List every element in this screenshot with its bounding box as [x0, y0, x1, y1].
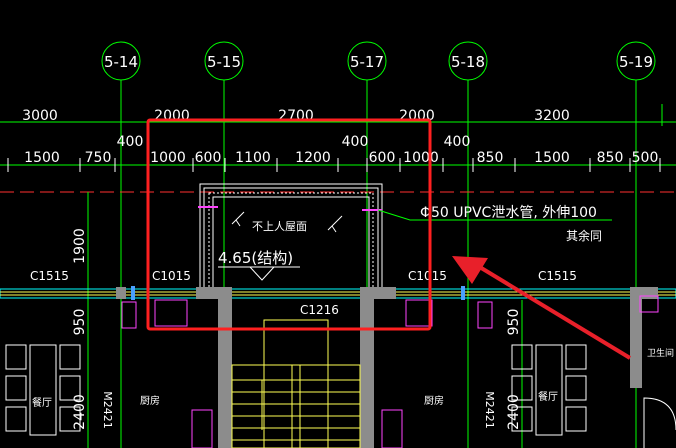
dim-text: 1200: [295, 150, 331, 166]
stair: [231, 319, 361, 448]
parapet-outline: [199, 183, 383, 293]
window-label: C1015: [152, 269, 191, 283]
dim-text: 750: [85, 150, 112, 166]
dim-row-1: 3000 2000 2700 2000 3200: [0, 104, 676, 128]
highlight-box: [146, 118, 432, 331]
axis-label: 5-18: [451, 53, 485, 71]
dim-text: 1100: [235, 150, 271, 166]
pipe-leader: [377, 209, 612, 221]
drain-pipe-note: Φ50 UPVC泄水管, 外伸100: [420, 205, 597, 221]
axis-label: 5-17: [350, 53, 384, 71]
window-label: C1216: [300, 303, 339, 317]
dim-text: 600: [195, 150, 222, 166]
dim-text: 1500: [24, 150, 60, 166]
sinks: [121, 295, 659, 448]
dim-text: 950: [72, 309, 88, 336]
window-label: C1515: [538, 269, 577, 283]
roof-note: 不上人屋面: [252, 220, 307, 233]
dim-text: 2000: [154, 108, 190, 124]
walls: [116, 287, 658, 448]
dim-text: 2400: [506, 394, 522, 430]
dim-text: 850: [477, 150, 504, 166]
room-label: 餐厅: [538, 390, 558, 403]
door-label: M2421: [483, 391, 496, 429]
dim-text: 1000: [403, 150, 439, 166]
dim-text: 850: [597, 150, 624, 166]
drain-markers: [198, 206, 382, 211]
dim-text: 400: [117, 134, 144, 150]
dim-text: 400: [444, 134, 471, 150]
blue-marks: [131, 286, 465, 300]
dim-text: 950: [506, 309, 522, 336]
drain-pipe-note-2: 其余同: [566, 228, 602, 243]
axis-bubbles: [101, 41, 656, 81]
room-label: 卫生间: [647, 347, 674, 359]
room-label: 厨房: [140, 394, 160, 407]
dim-400: 400 400 400: [117, 134, 471, 150]
elevation-label: 4.65(结构): [218, 249, 293, 267]
axis-label: 5-15: [207, 53, 241, 71]
axis-label: 5-19: [619, 53, 653, 71]
slope-symbol: [231, 211, 343, 233]
dim-text: 1500: [534, 150, 570, 166]
axis-labels: 5-14 5-15 5-17 5-18 5-19: [104, 53, 653, 71]
dim-text: 500: [632, 150, 659, 166]
window-label: C1515: [30, 269, 69, 283]
room-label: 厨房: [424, 394, 444, 407]
window-band: [0, 288, 676, 299]
room-label: 餐厅: [32, 396, 52, 409]
dim-text: 3000: [22, 108, 58, 124]
dim-text: 400: [342, 134, 369, 150]
axis-label: 5-14: [104, 53, 138, 71]
red-arrow: [452, 256, 632, 360]
door-label: M2421: [101, 391, 114, 429]
dim-text: 600: [369, 150, 396, 166]
dim-text: 1900: [72, 228, 88, 264]
dim-row-3: 1500 750 1000 600 1100 1200 600 1000 850…: [0, 150, 676, 172]
dim-text: 2700: [278, 108, 314, 124]
dim-text: 3200: [534, 108, 570, 124]
dim-text: 1000: [150, 150, 186, 166]
window-label: C1015: [408, 269, 447, 283]
